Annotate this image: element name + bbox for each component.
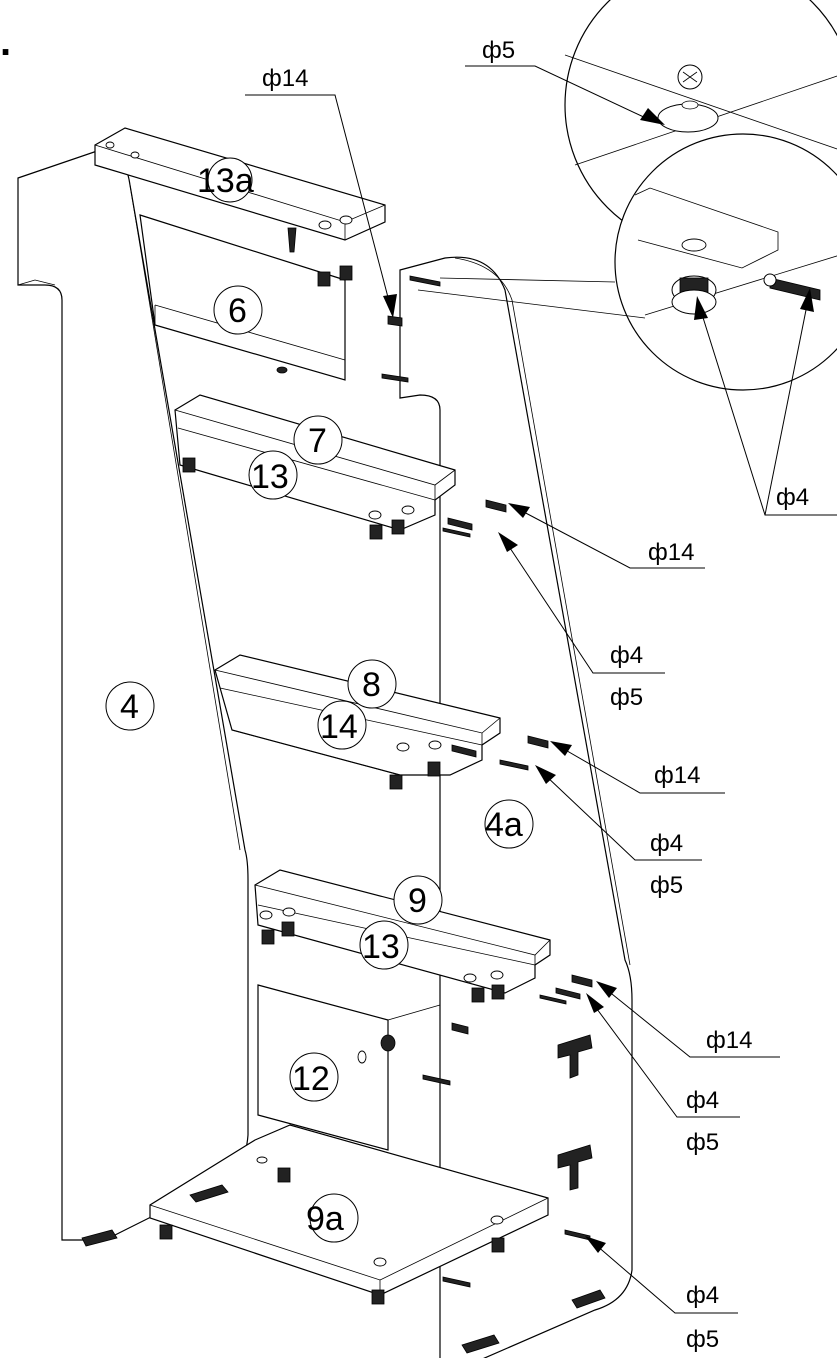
part-8-label: 8 — [347, 659, 397, 709]
svg-text:8: 8 — [362, 666, 381, 704]
callout-phi5-detail: ф5 — [465, 37, 665, 125]
part-6-label: 6 — [213, 285, 263, 335]
svg-text:ф5: ф5 — [482, 37, 515, 64]
part-4a-label: 4a — [484, 799, 534, 849]
callout-phi14-top: ф14 — [245, 65, 397, 318]
svg-text:ф5: ф5 — [650, 872, 683, 899]
svg-text:ф14: ф14 — [262, 65, 308, 92]
dimension-callouts: ф5 ф14 ф4 ф14 ф4 ф5 — [245, 37, 837, 1353]
callout-phi5-row2: ф5 — [650, 872, 683, 899]
hinge-plates — [557, 1034, 593, 1191]
svg-text:ф4: ф4 — [686, 1087, 719, 1114]
part-12-label: 12 — [289, 1052, 339, 1102]
part-13a-label: 13a — [197, 157, 254, 203]
svg-text:4a: 4a — [485, 806, 523, 844]
step-marker: . — [0, 20, 11, 64]
part-4-label: 4 — [105, 681, 155, 731]
svg-text:ф5: ф5 — [686, 1326, 719, 1353]
svg-text:ф4: ф4 — [776, 484, 809, 511]
svg-text:ф4: ф4 — [610, 642, 643, 669]
svg-text:ф14: ф14 — [648, 539, 694, 566]
part-14-label: 14 — [317, 700, 367, 750]
svg-text:12: 12 — [292, 1060, 330, 1098]
svg-text:ф5: ф5 — [610, 684, 643, 711]
cam-fittings — [159, 265, 505, 1305]
callout-phi14-row1: ф14 — [508, 503, 705, 569]
callout-phi14-row2: ф14 — [550, 741, 725, 794]
svg-text:13: 13 — [362, 928, 400, 966]
part-13-lower-label: 13 — [359, 920, 409, 970]
callout-phi4-row2: ф4 — [535, 765, 702, 861]
svg-text:ф5: ф5 — [686, 1129, 719, 1156]
svg-text:13a: 13a — [197, 162, 254, 200]
callout-phi5-row1: ф5 — [610, 684, 643, 711]
callout-phi5-bottom: ф5 — [686, 1326, 719, 1353]
part-labels: 13a 6 7 13 4 8 14 4a 9 13 12 9a — [105, 157, 534, 1243]
part-9a-label: 9a — [306, 1193, 359, 1243]
svg-text:13: 13 — [251, 458, 289, 496]
svg-text:9: 9 — [408, 882, 427, 920]
svg-text:ф4: ф4 — [686, 1282, 719, 1309]
svg-text:ф4: ф4 — [650, 830, 683, 857]
callout-phi5-row3: ф5 — [686, 1129, 719, 1156]
svg-text:14: 14 — [320, 708, 358, 746]
cam-lock-detail — [671, 275, 717, 315]
svg-text:ф14: ф14 — [654, 762, 700, 789]
detail-leaders — [417, 277, 646, 319]
part-9-label: 9 — [393, 875, 443, 925]
part-7-label: 7 — [293, 415, 343, 465]
callout-phi4-bottom: ф4 — [585, 1236, 738, 1314]
callout-phi4-row3: ф4 — [586, 993, 740, 1118]
feet — [81, 1184, 606, 1354]
callout-phi14-row3: ф14 — [596, 981, 780, 1058]
svg-text:4: 4 — [120, 688, 139, 726]
dowels-and-screws — [287, 227, 593, 1288]
svg-text:6: 6 — [228, 292, 247, 330]
svg-text:7: 7 — [308, 422, 327, 460]
callout-phi4-detail: ф4 — [694, 288, 837, 516]
detail-circle-bottom — [614, 133, 837, 391]
callout-phi4-row1: ф4 — [498, 532, 665, 674]
back-panel-12 — [257, 984, 441, 1151]
part-13-upper-label: 13 — [248, 450, 298, 500]
svg-text:ф14: ф14 — [706, 1027, 752, 1054]
svg-text:9a: 9a — [306, 1200, 344, 1238]
